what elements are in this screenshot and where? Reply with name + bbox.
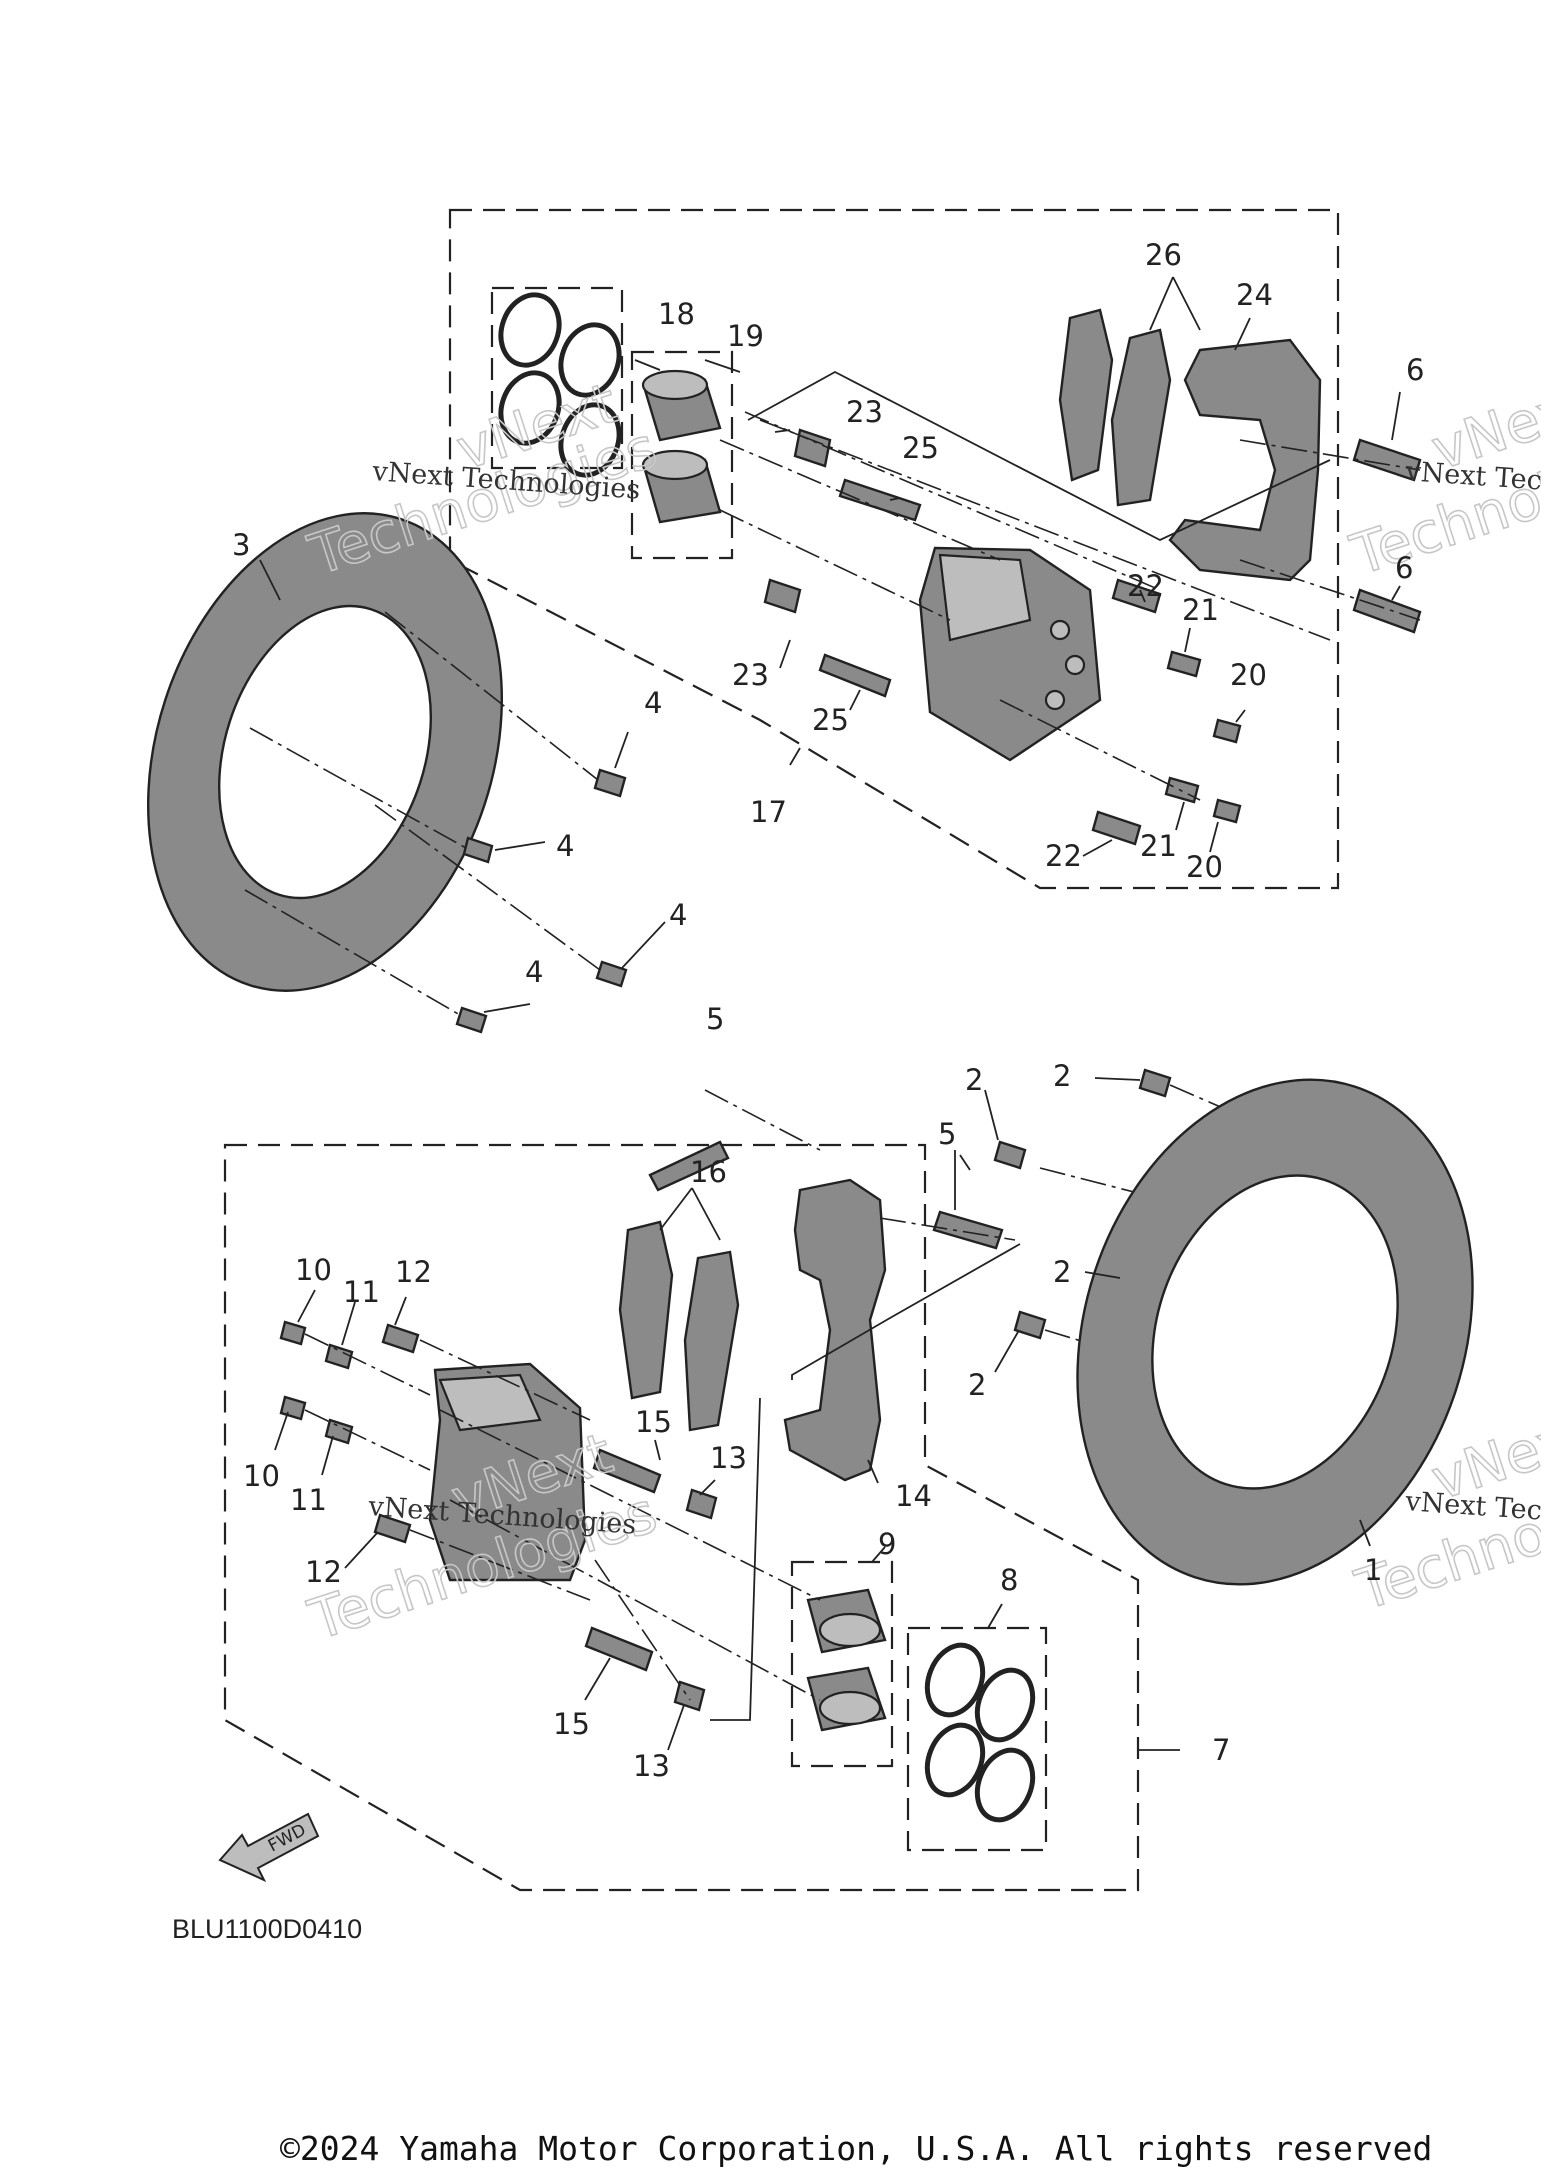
assembly-17-boundary — [448, 208, 1340, 890]
callout-11-top: 11 — [343, 1275, 380, 1309]
lower-pad-bracket-outline — [710, 1243, 1021, 1721]
callout-2-b: 2 — [965, 1063, 983, 1097]
fwd-direction-arrow: FWD — [218, 1812, 320, 1883]
callout-22-bottom: 22 — [1045, 839, 1082, 873]
callout-10-bottom: 10 — [243, 1459, 280, 1493]
lower-small-parts — [279, 1068, 1172, 1712]
copyright-notice: ©2024 Yamaha Motor Corporation, U.S.A. A… — [280, 2129, 1432, 2168]
lower-caliper-bracket — [783, 1178, 887, 1482]
callout-5-top: 5 — [706, 1002, 724, 1036]
callout-15-bottom: 15 — [553, 1707, 590, 1741]
lower-brake-pads — [618, 1220, 740, 1432]
seal-kit-18-box — [490, 286, 624, 470]
upper-caliper-assembly — [146, 208, 1422, 1034]
callout-2-a: 2 — [1053, 1059, 1071, 1093]
callout-12-bottom: 12 — [305, 1555, 342, 1589]
callout-4-b: 4 — [556, 829, 574, 863]
seal-kit-8-box — [906, 1626, 1048, 1852]
callout-13-bottom: 13 — [633, 1749, 670, 1783]
callout-2-c: 2 — [1053, 1255, 1071, 1289]
upper-brake-pads — [1058, 308, 1172, 507]
callout-8: 8 — [1000, 1563, 1018, 1597]
callout-13-top: 13 — [710, 1441, 747, 1475]
callout-21-top: 21 — [1182, 593, 1219, 627]
piston-kit-9-box — [790, 1560, 894, 1768]
callout-17: 17 — [750, 795, 787, 829]
upper-callout-leaders — [259, 276, 1401, 1013]
callout-3: 3 — [232, 528, 250, 562]
callout-20-bottom: 20 — [1186, 850, 1223, 884]
callout-23-top: 23 — [846, 395, 883, 429]
callout-23-bottom: 23 — [732, 658, 769, 692]
piston-seal-rings — [498, 292, 622, 478]
lower-seal-rings — [924, 1642, 1036, 1823]
callout-labels: 26 24 18 19 23 25 6 6 22 21 20 23 25 17 … — [232, 238, 1424, 1783]
callout-10-top: 10 — [295, 1253, 332, 1287]
callout-26: 26 — [1145, 238, 1182, 272]
callout-25-top: 25 — [902, 431, 939, 465]
callout-4-d: 4 — [525, 955, 543, 989]
callout-9: 9 — [878, 1527, 896, 1561]
disc-bolts-4 — [455, 768, 628, 1034]
lower-callout-leaders — [274, 1077, 1371, 1751]
callout-18: 18 — [658, 297, 695, 331]
callout-22-top: 22 — [1127, 569, 1164, 603]
callout-21-bottom: 21 — [1140, 829, 1177, 863]
upper-caliper-bracket — [1168, 338, 1322, 582]
diagram-code: BLU1100D0410 — [172, 1914, 362, 1944]
piston-kit-19-box — [630, 350, 734, 560]
lower-caliper-body — [428, 1362, 587, 1582]
rotor-disc-1 — [1076, 1078, 1474, 1586]
callout-12-top: 12 — [395, 1255, 432, 1289]
pad-kit-bracket-outline — [747, 370, 1331, 542]
callout-16: 16 — [690, 1155, 727, 1189]
callout-6-top: 6 — [1406, 353, 1424, 387]
callout-20-top: 20 — [1230, 658, 1267, 692]
disc-bolt-axis-lines — [244, 611, 601, 1016]
callout-24: 24 — [1236, 278, 1273, 312]
rotor-disc-3 — [146, 512, 504, 992]
callout-1: 1 — [1364, 1553, 1382, 1587]
callout-19: 19 — [727, 319, 764, 353]
upper-caliper-body — [918, 546, 1102, 762]
upper-axis-lines — [719, 411, 1421, 801]
callout-15-top: 15 — [635, 1405, 672, 1439]
callout-7: 7 — [1212, 1733, 1230, 1767]
callout-6-bottom: 6 — [1395, 551, 1413, 585]
callout-14: 14 — [895, 1479, 932, 1513]
upper-small-parts — [763, 428, 1422, 846]
callout-4-c: 4 — [669, 898, 687, 932]
callout-5-mid: 5 — [938, 1117, 956, 1151]
callout-11-bottom: 11 — [290, 1483, 327, 1517]
callout-2-d: 2 — [968, 1368, 986, 1402]
lower-pistons — [806, 1588, 887, 1732]
assembly-7-boundary — [223, 1143, 1140, 1892]
lower-caliper-assembly — [223, 1068, 1474, 1892]
pistons — [641, 369, 722, 524]
callout-4-a: 4 — [644, 686, 662, 720]
callout-25-bottom: 25 — [812, 703, 849, 737]
